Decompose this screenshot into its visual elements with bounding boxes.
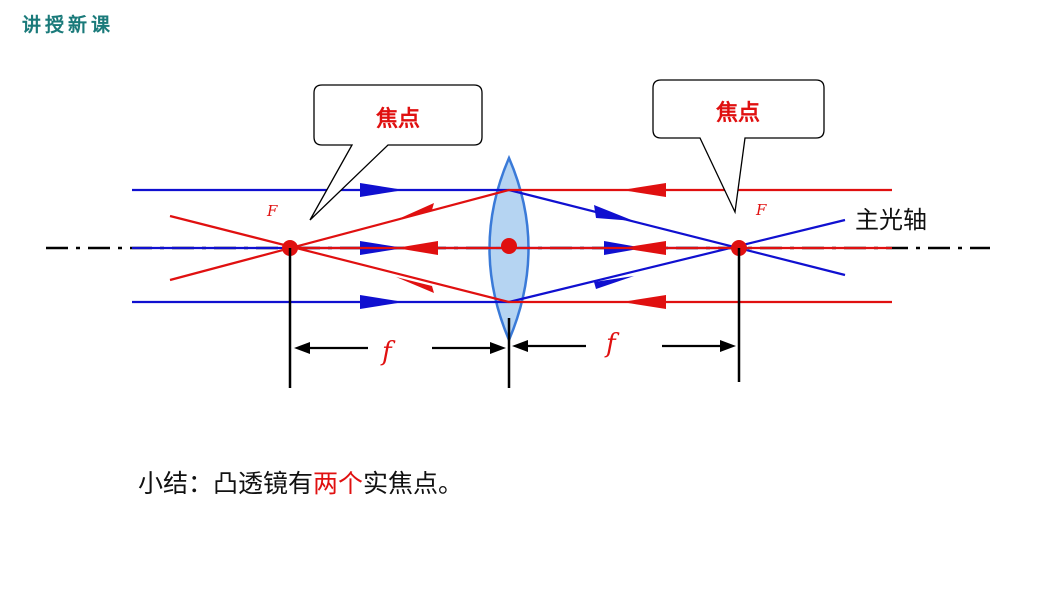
callout-right-text: 焦点 [715,100,760,126]
summary-suffix: 实焦点。 [363,469,464,498]
callout-right [652,79,825,215]
summary-text: 小结：凸透镜有两个实焦点。 [138,464,463,500]
axis-label: 主光轴 [855,206,927,234]
lens-center-point [501,238,517,254]
focal-label-left: f [380,337,396,367]
focal-dimension-left [294,342,506,354]
header-title: 讲授新课 [22,14,115,36]
callout-left-text: 焦点 [375,106,420,132]
focus-label-right: F [755,201,767,219]
focus-label-left: F [266,202,278,220]
red-rays [169,188,892,304]
focal-label-right: f [604,329,620,359]
callout-left [309,84,483,221]
focal-dimension-right [512,340,736,352]
red-arrowheads [396,183,666,309]
summary-prefix: 小结：凸透镜有 [138,469,314,498]
summary-highlight: 两个 [313,469,364,498]
